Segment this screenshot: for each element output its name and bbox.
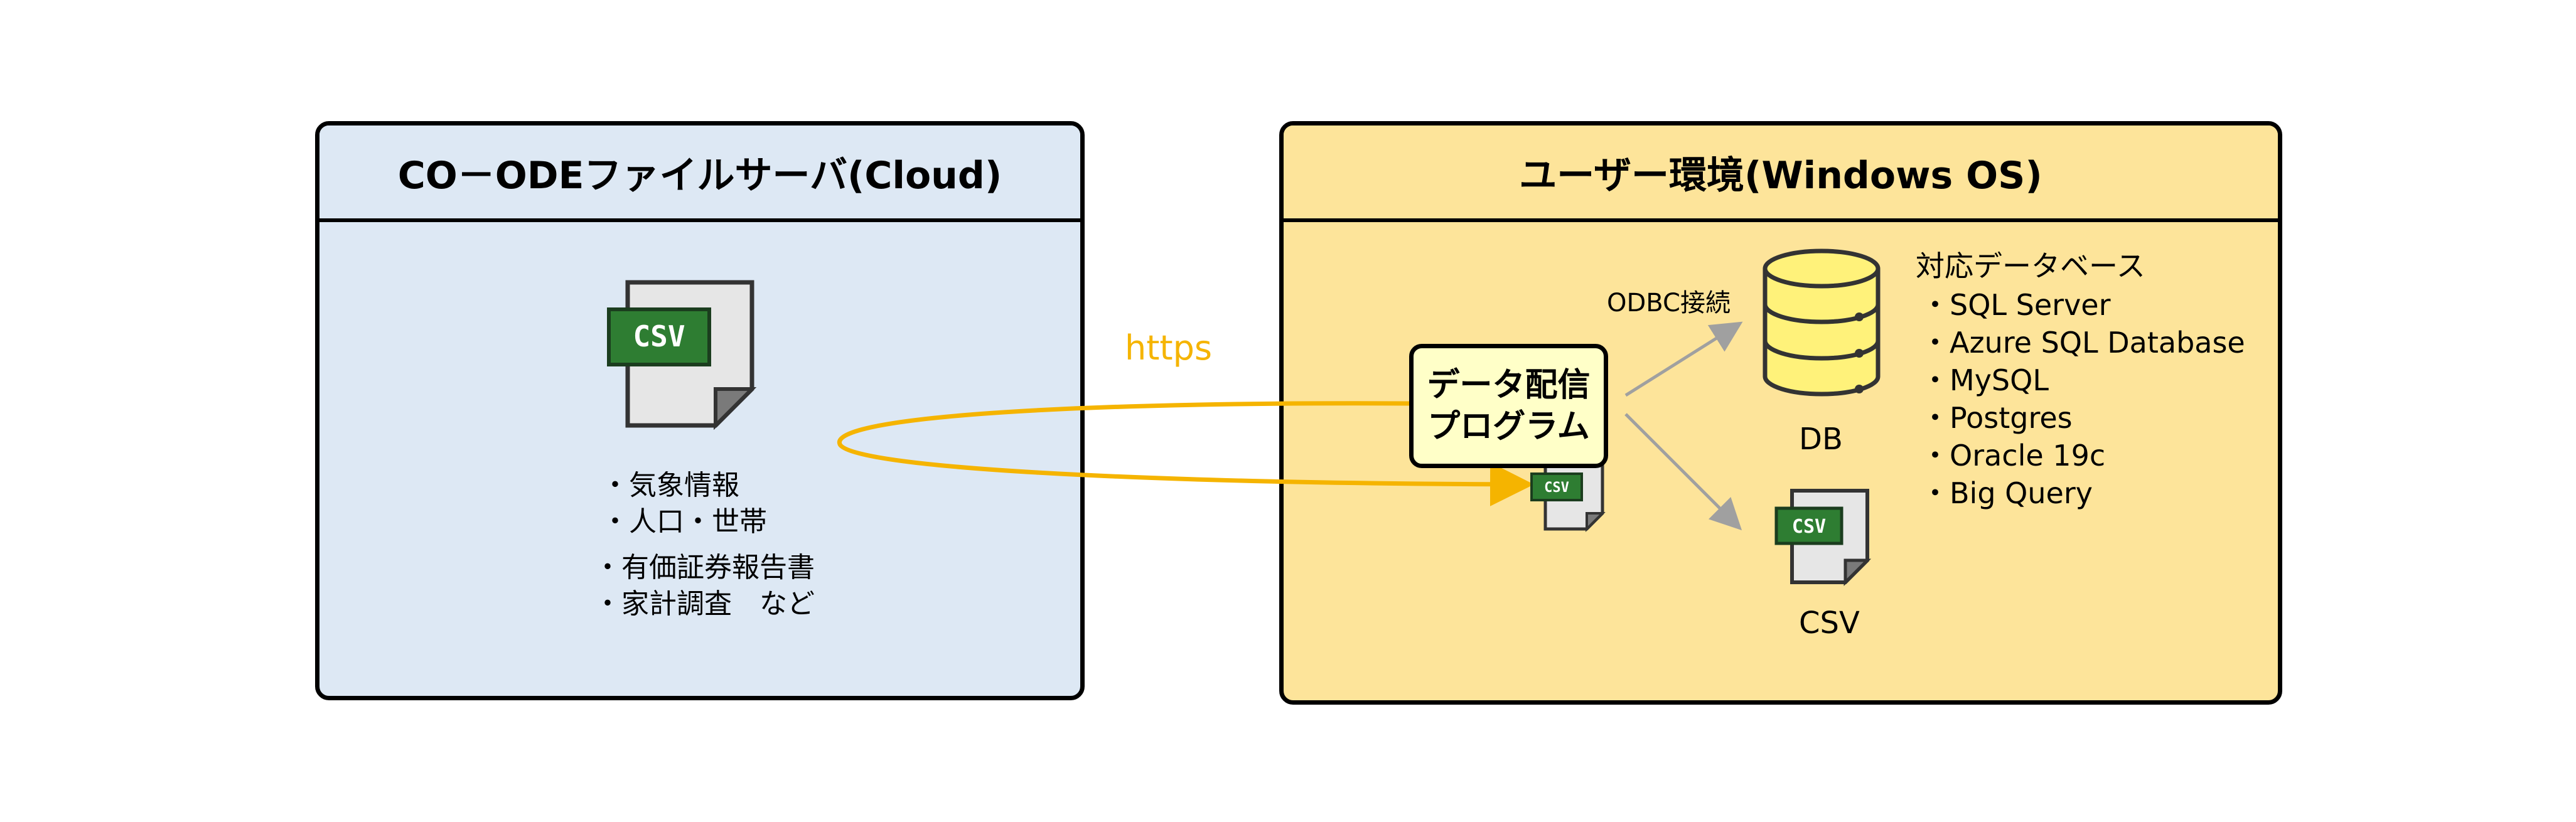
https-label: https [1125, 328, 1212, 368]
user-panel-title: ユーザー環境(Windows OS) [1284, 125, 2278, 222]
cloud-item: ・人口・世帯 [601, 506, 767, 538]
odbc-label: ODBC接続 [1607, 289, 1731, 318]
supported-db-item: ・SQL Server [1921, 288, 2111, 322]
csv-label: CSV [1799, 606, 1860, 641]
supported-db-item: ・Big Query [1921, 476, 2093, 510]
cloud-server-panel: CO－ODEファイルサーバ(Cloud) [315, 121, 1085, 700]
supported-db-item: ・MySQL [1921, 363, 2049, 397]
cloud-item: ・気象情報 [601, 469, 739, 501]
csv-badge-text: CSV [633, 319, 685, 353]
cloud-item: ・家計調査 など [594, 588, 815, 620]
cloud-panel-title: CO－ODEファイルサーバ(Cloud) [319, 125, 1080, 222]
csv-file-icon: CSV [1530, 459, 1606, 532]
program-label-line1: データ配信 [1427, 366, 1591, 404]
csv-badge-text: CSV [1792, 516, 1826, 538]
supported-db-item: ・Oracle 19c [1921, 439, 2106, 472]
supported-db-item: ・Postgres [1921, 401, 2073, 435]
csv-file-icon: CSV [1774, 489, 1872, 587]
db-label: DB [1799, 422, 1843, 457]
supported-db-title: 対応データベース [1916, 249, 2145, 283]
database-icon [1763, 248, 1881, 397]
https-loop-arrow [837, 401, 1534, 506]
odbc-arrow [1624, 321, 1743, 531]
supported-db-item: ・Azure SQL Database [1921, 326, 2245, 360]
csv-file-icon: CSV [607, 280, 757, 430]
csv-badge-text: CSV [1544, 480, 1569, 496]
data-delivery-program: データ配信 プログラム [1409, 344, 1608, 468]
program-label-line2: プログラム [1427, 408, 1590, 446]
cloud-item: ・有価証券報告書 [594, 552, 815, 584]
